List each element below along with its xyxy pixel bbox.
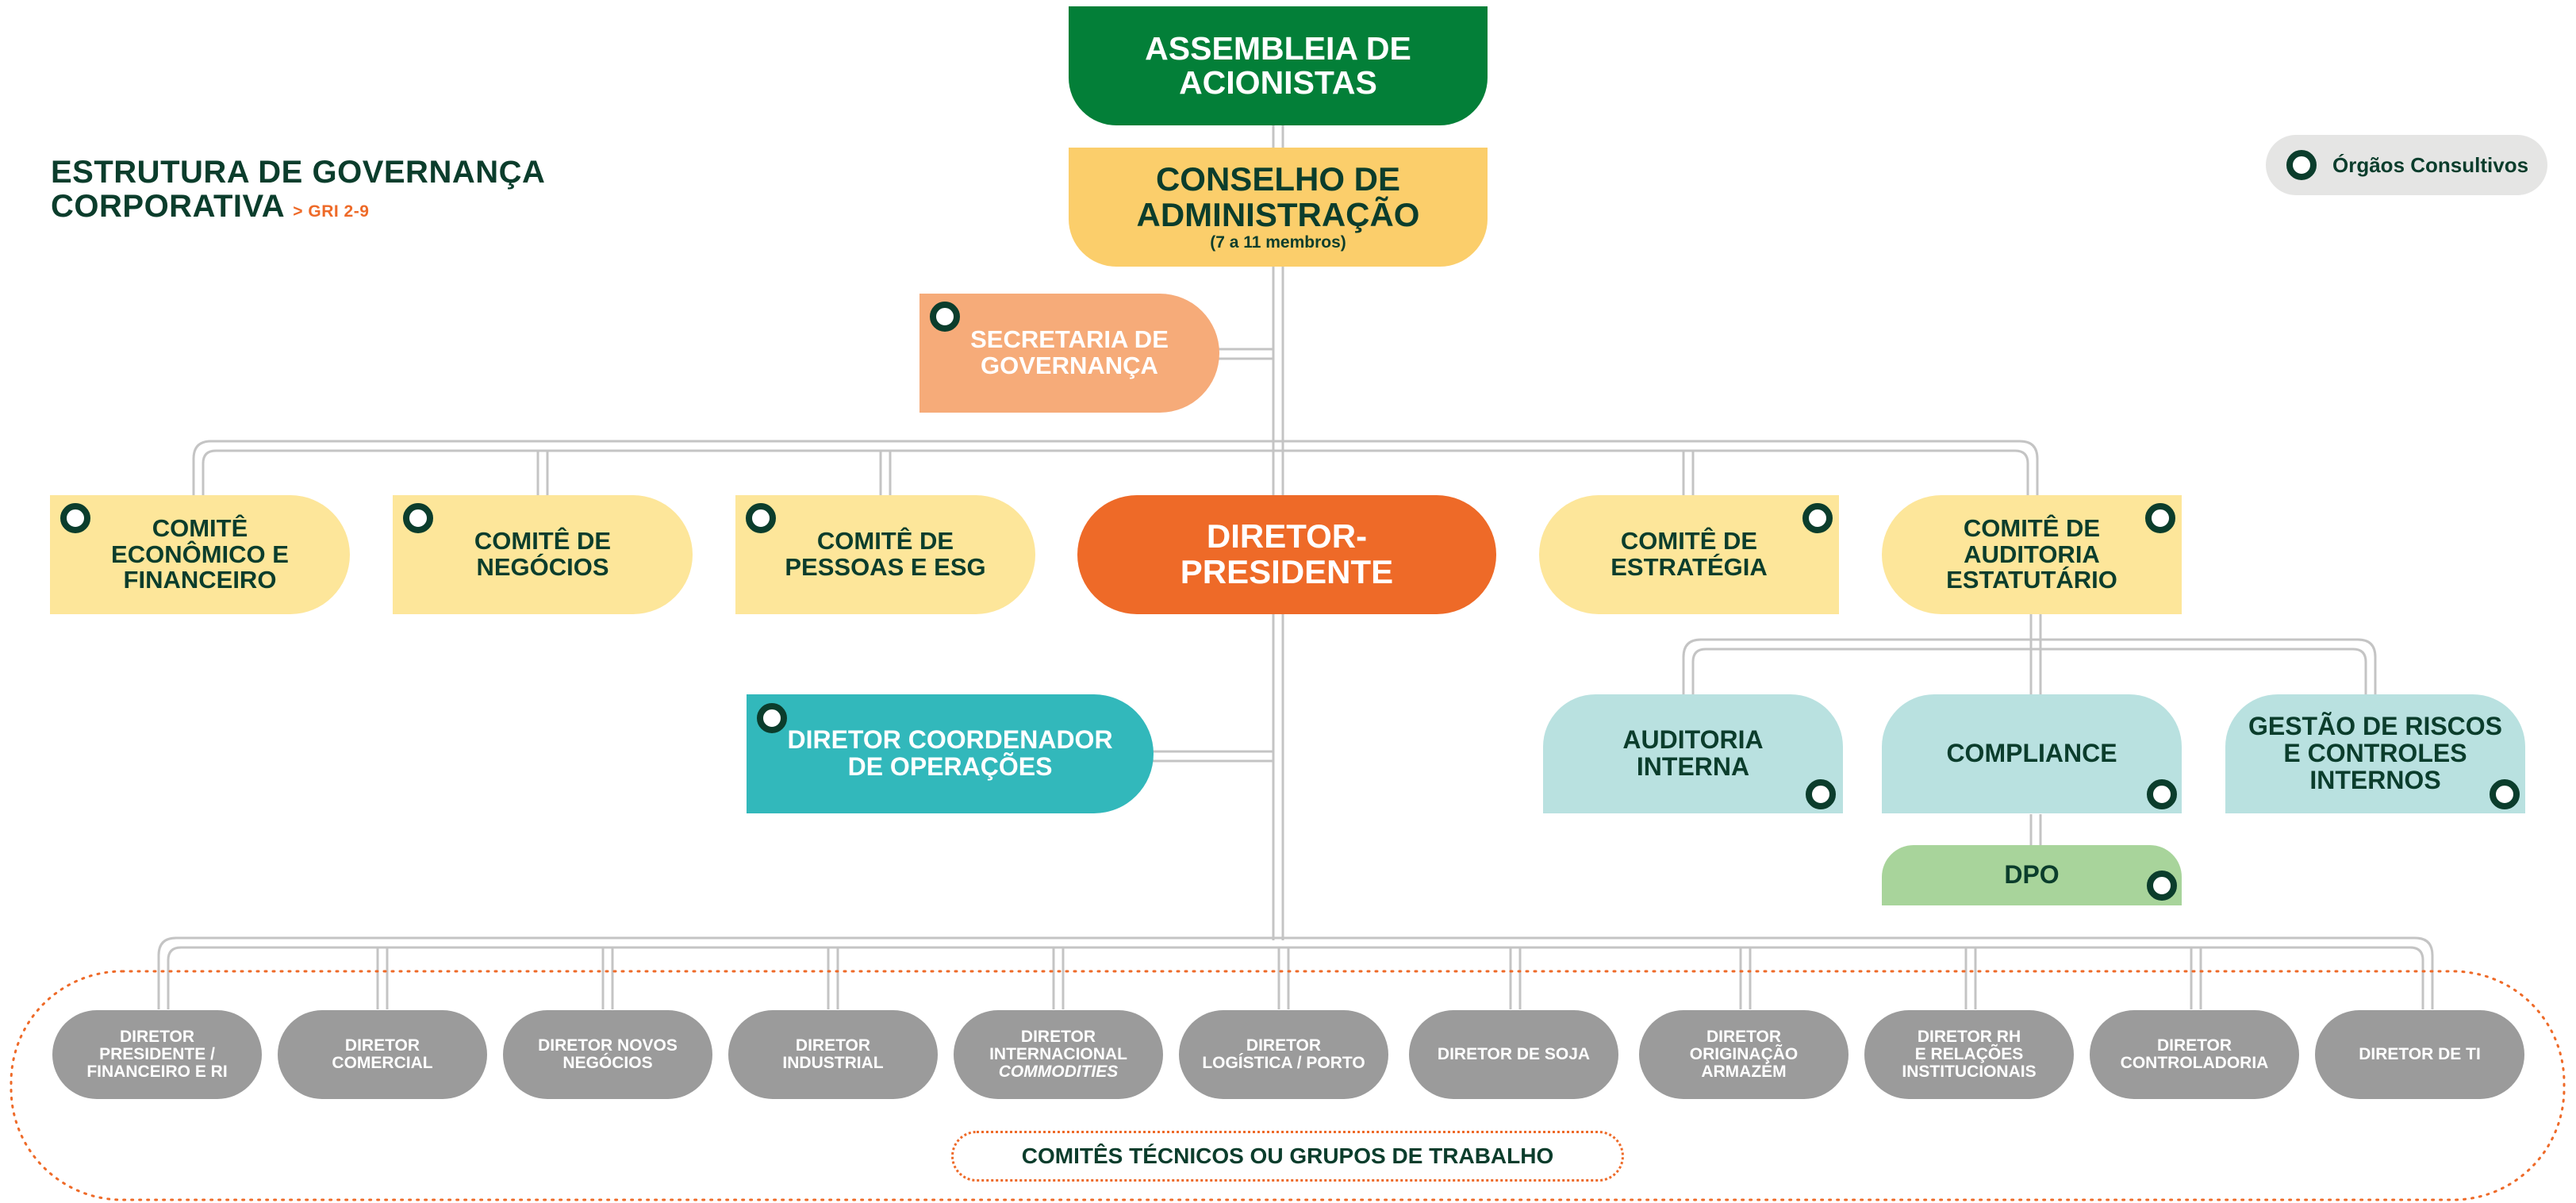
- consultative-dot-icon: [1802, 503, 1833, 533]
- conselho-subtitle: (7 a 11 membros): [1210, 233, 1346, 252]
- assembleia-box: ASSEMBLEIA DE ACIONISTAS: [1069, 6, 1488, 125]
- consultative-dot-icon: [746, 503, 776, 533]
- diretor-pill: DIRETOR RH E RELAÇÕES INSTITUCIONAIS: [1864, 1010, 2074, 1099]
- diretor-coordenador-label: DIRETOR COORDENADOR DE OPERAÇÕES: [787, 725, 1113, 781]
- consultative-dot-icon: [2147, 779, 2177, 809]
- diretor-label: DIRETOR INDUSTRIAL: [782, 1036, 884, 1072]
- conselho-label: CONSELHO DE ADMINISTRAÇÃO: [1136, 160, 1420, 233]
- diretor-pill: DIRETOR INDUSTRIAL: [728, 1010, 938, 1099]
- diretor-label: DIRETOR ORIGINAÇÃO ARMAZÉM: [1689, 1027, 1799, 1082]
- consultative-dot-icon: [930, 302, 960, 332]
- secretaria-box: SECRETARIA DE GOVERNANÇA: [919, 294, 1219, 413]
- legend-label: Órgãos Consultivos: [2332, 152, 2529, 177]
- diretor-label: DIRETOR INTERNACIONAL: [989, 1027, 1127, 1063]
- auditoria-interna-box: AUDITORIA INTERNA: [1543, 694, 1843, 813]
- auditoria-interna-label: AUDITORIA INTERNA: [1622, 725, 1764, 781]
- title-line1: ESTRUTURA DE GOVERNANÇA: [51, 155, 546, 190]
- diretor-pill: DIRETOR ORIGINAÇÃO ARMAZÉM: [1639, 1010, 1849, 1099]
- comite-negocios-label: COMITÊ DE NEGÓCIOS: [474, 527, 612, 581]
- conselho-box: CONSELHO DE ADMINISTRAÇÃO (7 a 11 membro…: [1069, 148, 1488, 267]
- consultative-dot-icon: [2286, 150, 2317, 180]
- comite-economico-box: COMITÊ ECONÔMICO E FINANCEIRO: [50, 495, 350, 614]
- diretor-pill: DIRETOR COMERCIAL: [278, 1010, 487, 1099]
- diretor-label: DIRETOR DE SOJA: [1437, 1044, 1591, 1063]
- gestao-riscos-label: GESTÃO DE RISCOS E CONTROLES INTERNOS: [2248, 712, 2503, 794]
- comite-negocios-box: COMITÊ DE NEGÓCIOS: [393, 495, 693, 614]
- compliance-label: COMPLIANCE: [1946, 739, 2117, 768]
- comite-auditoria-label: COMITÊ DE AUDITORIA ESTATUTÁRIO: [1946, 513, 2117, 594]
- diretor-pill: DIRETOR LOGÍSTICA / PORTO: [1179, 1010, 1388, 1099]
- legend: Órgãos Consultivos: [2266, 135, 2548, 195]
- consultative-dot-icon: [2147, 871, 2177, 901]
- secretaria-label: SECRETARIA DE GOVERNANÇA: [970, 325, 1169, 379]
- diretor-label: DIRETOR DE TI: [2359, 1044, 2481, 1063]
- diretor-label: DIRETOR PRESIDENTE / FINANCEIRO E RI: [86, 1027, 228, 1082]
- dpo-box: DPO: [1882, 845, 2182, 905]
- consultative-dot-icon: [403, 503, 433, 533]
- comite-pessoas-label: COMITÊ DE PESSOAS E ESG: [785, 527, 986, 581]
- compliance-box: COMPLIANCE: [1882, 694, 2182, 813]
- diretor-label: DIRETOR CONTROLADORIA: [2120, 1036, 2269, 1072]
- title-line2-text: CORPORATIVA: [51, 189, 284, 225]
- comite-economico-label: COMITÊ ECONÔMICO E FINANCEIRO: [111, 513, 289, 594]
- diretor-pill: DIRETOR PRESIDENTE / FINANCEIRO E RI: [52, 1010, 262, 1099]
- page-title: ESTRUTURA DE GOVERNANÇA CORPORATIVA > GR…: [51, 155, 546, 224]
- comites-tecnicos-label: COMITÊS TÉCNICOS OU GRUPOS DE TRABALHO: [1021, 1143, 1554, 1169]
- gestao-riscos-box: GESTÃO DE RISCOS E CONTROLES INTERNOS: [2225, 694, 2525, 813]
- comite-pessoas-box: COMITÊ DE PESSOAS E ESG: [735, 495, 1035, 614]
- diretor-pill: DIRETOR DE TI: [2315, 1010, 2524, 1099]
- diretor-pill: DIRETOR DE SOJA: [1409, 1010, 1618, 1099]
- dpo-label: DPO: [2004, 860, 2060, 890]
- consultative-dot-icon: [1806, 779, 1836, 809]
- diretor-label: DIRETOR COMERCIAL: [332, 1036, 433, 1072]
- consultative-dot-icon: [60, 503, 90, 533]
- comite-auditoria-box: COMITÊ DE AUDITORIA ESTATUTÁRIO: [1882, 495, 2182, 614]
- consultative-dot-icon: [2490, 779, 2520, 809]
- diretor-coordenador-box: DIRETOR COORDENADOR DE OPERAÇÕES: [747, 694, 1154, 813]
- gri-reference: > GRI 2-9: [293, 202, 370, 221]
- diretor-presidente-box: DIRETOR- PRESIDENTE: [1077, 495, 1496, 614]
- diretor-pill: DIRETOR CONTROLADORIA: [2090, 1010, 2299, 1099]
- assembleia-label: ASSEMBLEIA DE ACIONISTAS: [1145, 29, 1411, 101]
- consultative-dot-icon: [757, 703, 787, 733]
- diretor-presidente-label: DIRETOR- PRESIDENTE: [1180, 517, 1394, 590]
- directors-enclosure: [10, 970, 2566, 1201]
- comites-tecnicos-box: COMITÊS TÉCNICOS OU GRUPOS DE TRABALHO: [951, 1131, 1624, 1182]
- consultative-dot-icon: [2145, 503, 2175, 533]
- diretor-label: DIRETOR NOVOS NEGÓCIOS: [538, 1036, 678, 1072]
- diretor-pill: DIRETOR INTERNACIONAL COMMODITIES: [954, 1010, 1163, 1099]
- comite-estrategia-box: COMITÊ DE ESTRATÉGIA: [1539, 495, 1839, 614]
- diretor-label: DIRETOR LOGÍSTICA / PORTO: [1202, 1036, 1365, 1072]
- diretor-label-italic: COMMODITIES: [998, 1063, 1119, 1082]
- diretor-label: DIRETOR RH E RELAÇÕES INSTITUCIONAIS: [1902, 1027, 2037, 1082]
- comite-estrategia-label: COMITÊ DE ESTRATÉGIA: [1610, 527, 1768, 581]
- title-line2: CORPORATIVA > GRI 2-9: [51, 190, 545, 224]
- diretor-pill: DIRETOR NOVOS NEGÓCIOS: [503, 1010, 712, 1099]
